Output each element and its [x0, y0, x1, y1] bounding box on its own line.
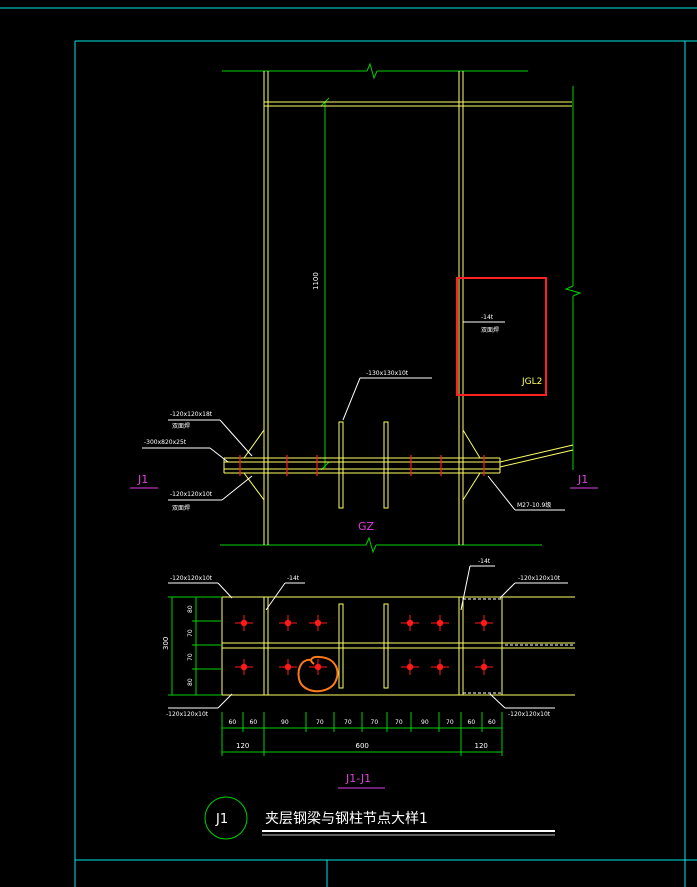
bolt-label: M27-10.9级: [517, 501, 551, 509]
left-dimension-lines: [168, 596, 222, 696]
bottom-dim-value: 90: [281, 719, 289, 726]
top-plate-sub: 双面焊: [172, 422, 190, 430]
bolt-symbol: [235, 659, 253, 675]
bolt-symbol: [235, 615, 253, 631]
column-label: GZ: [358, 520, 375, 533]
bolt-symbol: [401, 659, 419, 675]
plan-label-top-right-a: -14t: [478, 558, 491, 565]
left-dim-value: 70: [187, 629, 194, 637]
section-mark-left: J1: [137, 473, 148, 486]
bottom-dim-value: 70: [344, 719, 352, 726]
bottom-dimension-labels-row2: 120 600 120: [236, 742, 488, 750]
bottom-dim-value: 70: [316, 719, 324, 726]
bottom-dim-value: 70: [371, 719, 379, 726]
bolt-symbol: [309, 659, 327, 675]
bottom-dim-value: 70: [446, 719, 454, 726]
bolt-leader: [487, 475, 565, 511]
bottom-dim-value: 60: [229, 719, 237, 726]
bottom-dim-value-row2: 600: [356, 742, 369, 750]
elevation-view: 1100: [130, 62, 598, 554]
bottom-dim-value: 60: [250, 719, 258, 726]
plan-leaders: [168, 565, 568, 709]
left-dim-value: 80: [187, 678, 194, 686]
bolt-symbol: [279, 615, 297, 631]
plan-label-top-mid: -14t: [287, 575, 300, 582]
plan-view: -120x120x10t -14t -14t -120x120x10t -120…: [162, 558, 575, 789]
bolt-symbol: [401, 615, 419, 631]
bolt-symbol: [279, 659, 297, 675]
bottom-plate-label: -120x120x10t: [170, 491, 213, 498]
bottom-dim-value: 60: [468, 719, 476, 726]
bolt-symbol: [431, 659, 449, 675]
beam-label: JGL2: [521, 377, 542, 387]
section-mark-right: J1: [577, 473, 588, 486]
title-block: J1 夹层钢梁与钢柱节点大样1: [204, 796, 555, 840]
boxed-plate-label: -14t: [481, 314, 494, 321]
bottom-dim-value: 60: [488, 719, 496, 726]
plan-label-top-left: -120x120x10t: [170, 575, 213, 582]
title-circle: [204, 796, 248, 840]
plan-label-bottom-left: -120x120x10t: [166, 711, 209, 718]
top-break-line: [222, 62, 528, 80]
title-circle-label: J1: [215, 812, 228, 827]
highlight-rectangle: [456, 277, 547, 396]
plan-bolts: [235, 615, 493, 675]
bottom-dim-value: 90: [421, 719, 429, 726]
bottom-plate-sub: 双面焊: [172, 504, 190, 512]
stiffener-label: -130x130x10t: [366, 370, 409, 377]
stiffener-leader: [342, 377, 432, 421]
drawing-title: 夹层钢梁与钢柱节点大样1: [265, 811, 428, 827]
end-plate-leader: [142, 447, 229, 463]
plan-hidden-lines: [463, 598, 575, 694]
bolt-symbol: [309, 615, 327, 631]
steel-column: [223, 71, 574, 545]
height-dimension-label: 1100: [312, 272, 320, 290]
boxed-plate-sub: 双面焊: [481, 326, 499, 334]
bolt-symbol: [475, 659, 493, 675]
bottom-dim-value-row2: 120: [475, 742, 488, 750]
right-break-line: [564, 86, 582, 470]
plan-label-bottom-right: -120x120x10t: [508, 711, 551, 718]
drawing-frame: [0, 7, 697, 887]
section-title: J1-J1: [345, 772, 371, 785]
top-plate-leader: [168, 419, 253, 457]
bottom-dimension-labels: 60 60 90 70 70 70 70 90 70 60 60: [229, 719, 496, 726]
bolt-symbol: [475, 615, 493, 631]
orange-circle-mark: [297, 655, 339, 693]
bottom-dim-value: 70: [395, 719, 403, 726]
left-dim-value: 80: [187, 605, 194, 613]
left-dim-value: 70: [187, 653, 194, 661]
plan-outline: [221, 596, 575, 696]
bottom-dim-value-row2: 120: [236, 742, 249, 750]
bottom-dimension-lines: [221, 712, 503, 756]
height-dimension: [320, 97, 330, 471]
elevation-bolts: [239, 455, 485, 476]
left-total-dim: 300: [162, 637, 170, 650]
plan-label-top-right-b: -120x120x10t: [518, 575, 561, 582]
left-dimension-labels: 80 70 70 80: [187, 605, 194, 686]
top-plate-label: -120x120x18t: [170, 411, 213, 418]
bottom-plate-leader: [168, 475, 253, 501]
bolt-symbol: [431, 615, 449, 631]
end-plate-label: -300x820x25t: [144, 439, 187, 446]
